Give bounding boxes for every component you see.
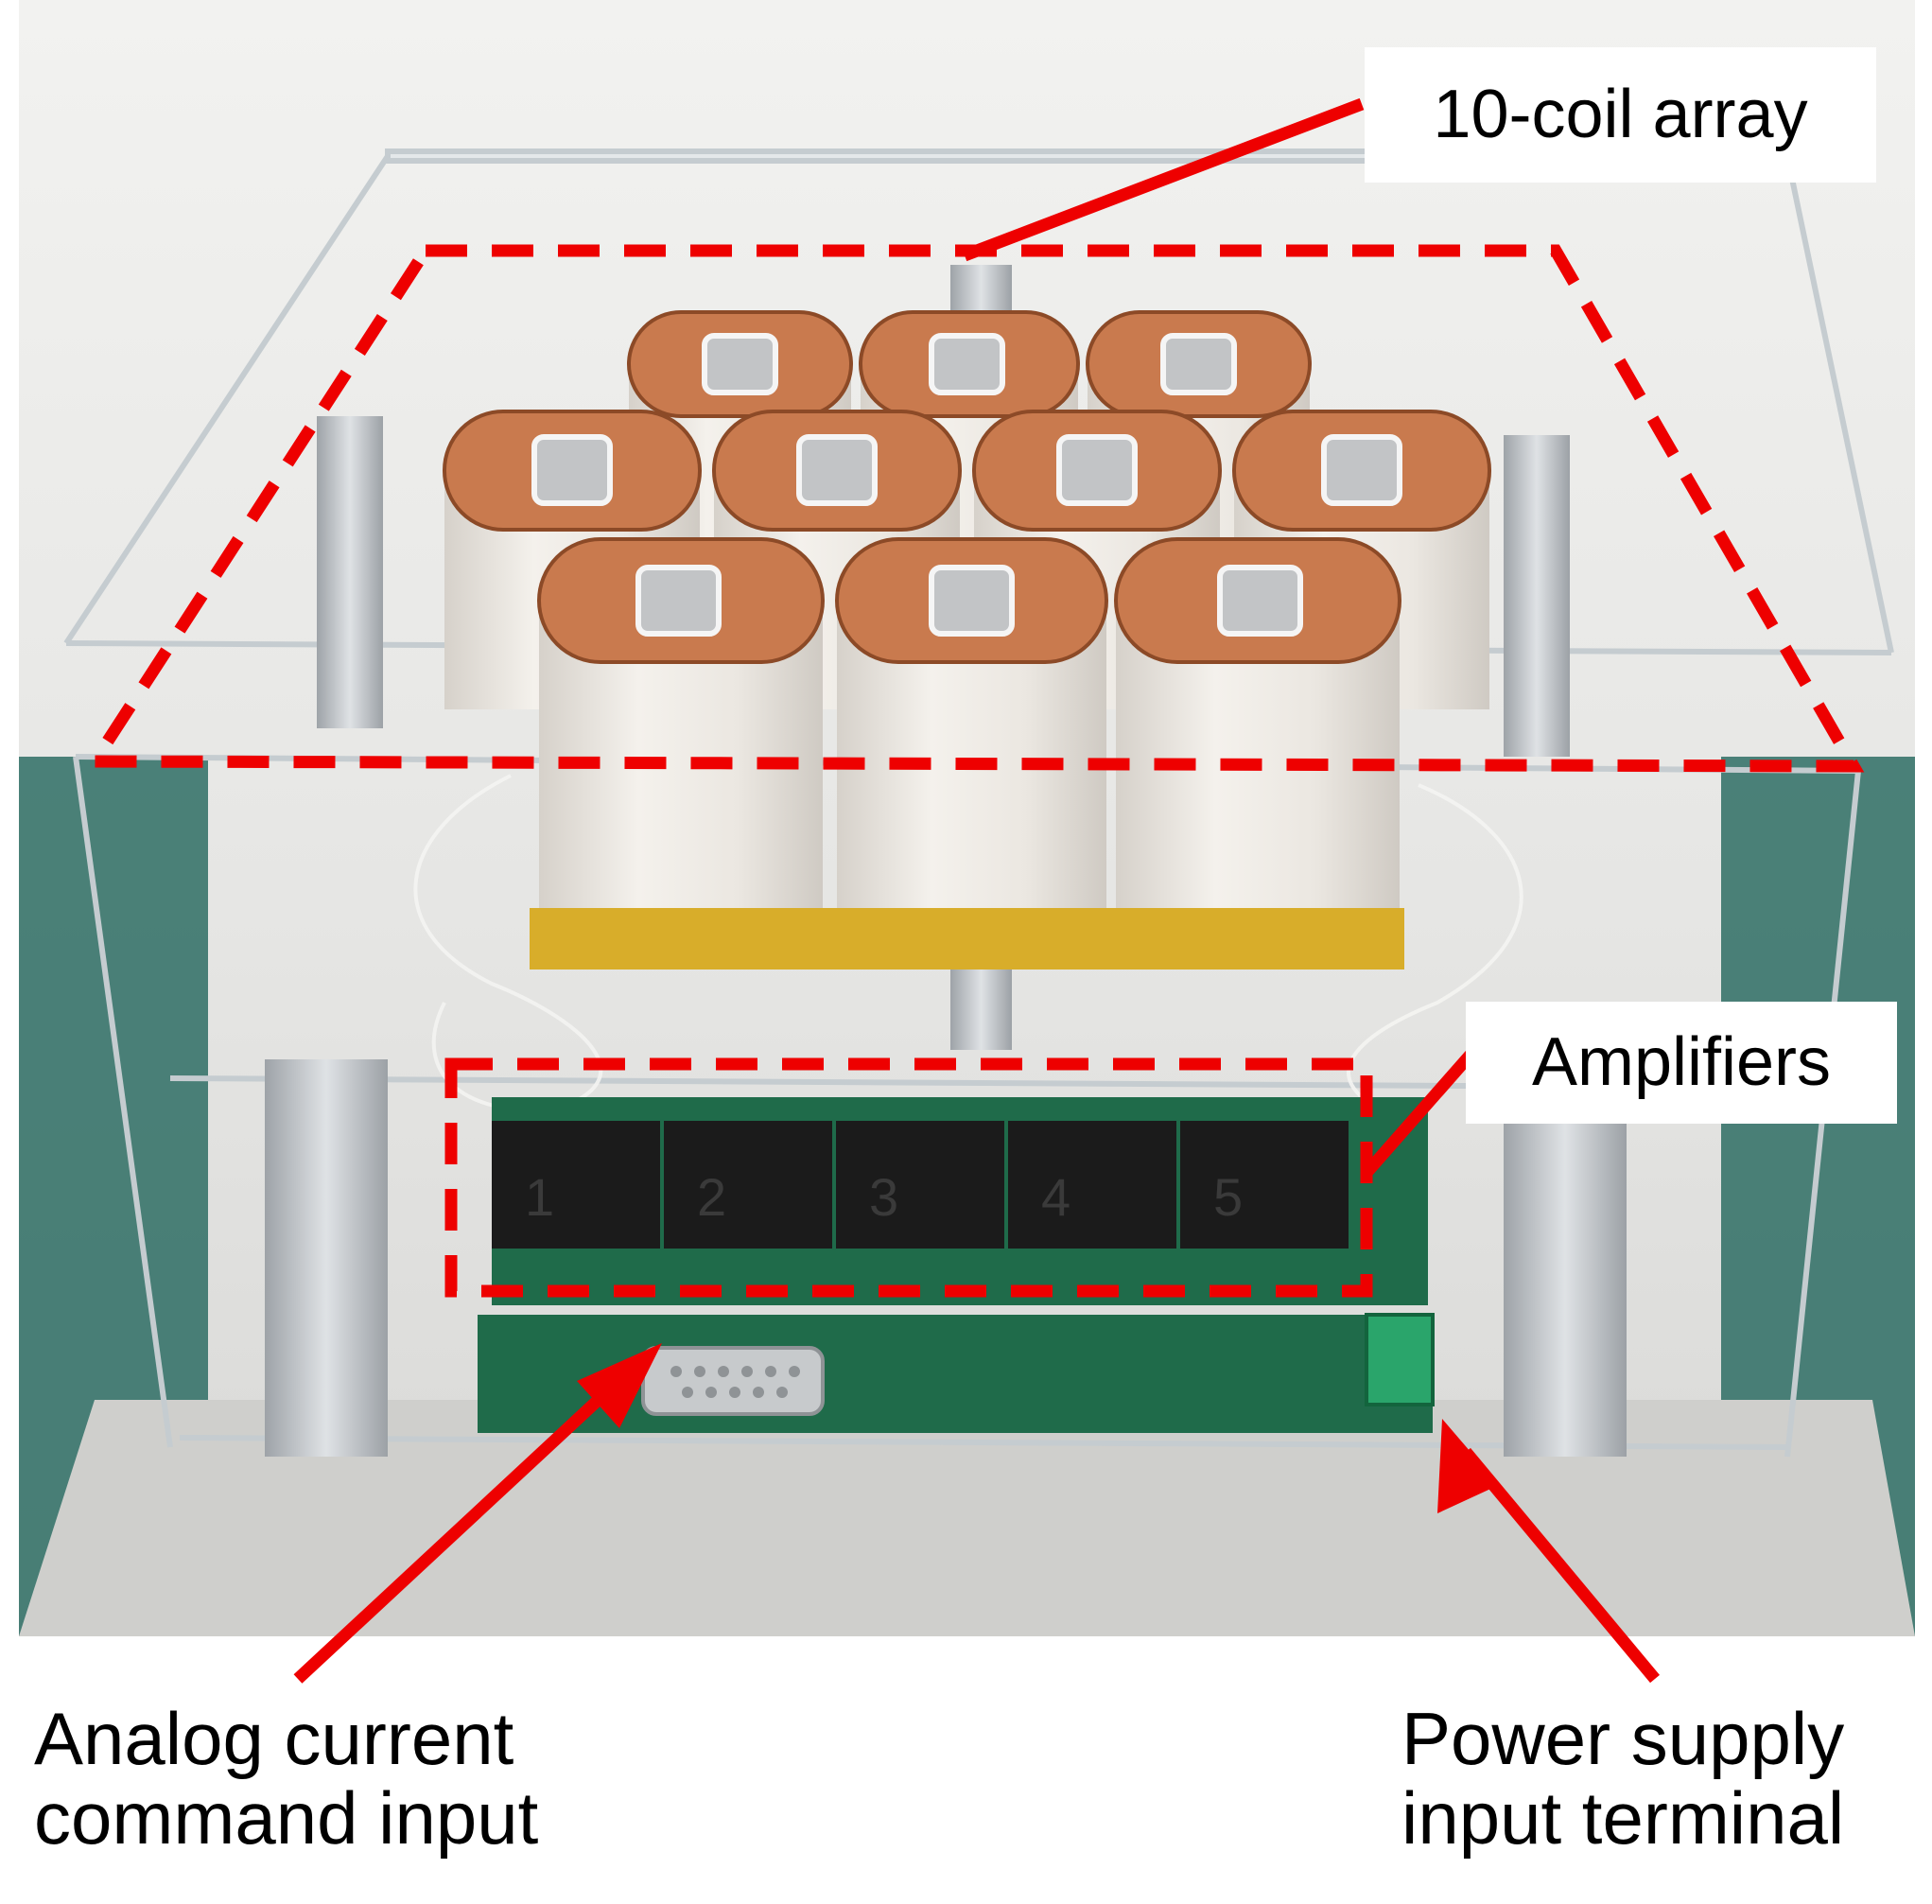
coil-array — [443, 310, 1491, 969]
rail-top-left — [317, 416, 383, 728]
rail-bottom-right — [1504, 1078, 1627, 1457]
rail-bottom-left — [265, 1059, 388, 1457]
coil-cores — [531, 333, 1402, 637]
annotation-arrowheads — [577, 1343, 1499, 1513]
coil-array-label: 10-coil array — [1365, 47, 1876, 183]
analog-input-label-line2: command input — [34, 1776, 539, 1860]
annotation-box-amplifiers — [444, 1057, 1373, 1298]
amplifier-number: 1 — [525, 1167, 554, 1227]
rail-top-right — [1504, 435, 1570, 757]
amplifier-modules — [492, 1121, 1349, 1249]
annotation-box-coils — [83, 244, 1865, 773]
power-input-label: Power supply input terminal — [1401, 1697, 1845, 1860]
power-terminal — [1365, 1313, 1435, 1406]
annotation-leaders — [293, 97, 1660, 1684]
analog-input-label-line1: Analog current — [34, 1697, 514, 1780]
amplifiers-label: Amplifiers — [1466, 1002, 1897, 1124]
power-input-label-line2: input terminal — [1401, 1776, 1845, 1860]
amplifier-number: 5 — [1213, 1167, 1243, 1227]
amplifiers-label-text: Amplifiers — [1531, 1023, 1832, 1100]
analog-input-label: Analog current command input — [34, 1697, 539, 1860]
dsub-connector — [641, 1346, 825, 1416]
coil-array-label-text: 10-coil array — [1433, 76, 1808, 152]
amplifier-number: 4 — [1041, 1167, 1070, 1227]
power-input-label-line1: Power supply — [1401, 1697, 1845, 1780]
gold-plates — [530, 908, 1404, 969]
amplifier-number: 3 — [869, 1167, 898, 1227]
amplifier-number: 2 — [697, 1167, 726, 1227]
